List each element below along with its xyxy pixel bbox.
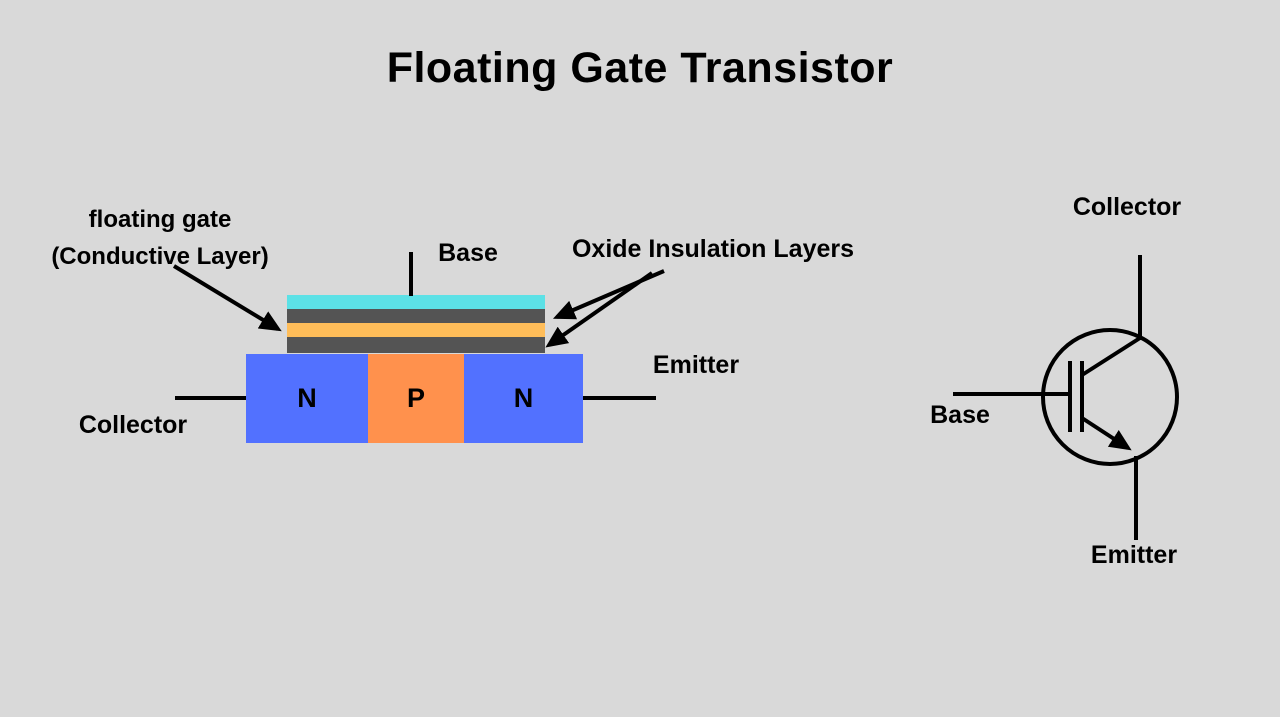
p-region: P	[368, 354, 464, 443]
oxide-layer-bottom	[287, 337, 545, 353]
control-gate-layer	[287, 295, 545, 309]
n-region-left: N	[246, 354, 368, 443]
bottom-edge-strip	[0, 717, 1280, 720]
base-label: Base	[438, 239, 498, 267]
n-region-left-label: N	[297, 383, 317, 413]
floating-gate-arrow	[172, 264, 282, 332]
oxide-arrow-bottom	[545, 271, 654, 348]
oxide-insulation-label: Oxide Insulation Layers	[571, 235, 855, 263]
symbol-emitter-arrow	[1080, 416, 1132, 451]
page-title: Floating Gate Transistor	[386, 44, 894, 92]
symbol-base-label: Base	[930, 401, 990, 429]
p-region-label: P	[406, 383, 425, 413]
floating-gate-label: floating gate (Conductive Layer)	[20, 201, 300, 275]
oxide-layer-top	[287, 309, 545, 323]
collector-label: Collector	[78, 411, 188, 439]
n-region-right: N	[464, 354, 583, 443]
symbol-collector-label: Collector	[1072, 193, 1182, 221]
floating-gate-label-line2: (Conductive Layer)	[51, 243, 269, 270]
symbol-circle	[1041, 328, 1179, 466]
oxide-arrow-top	[552, 269, 665, 320]
emitter-label: Emitter	[652, 351, 740, 379]
symbol-collector-diagonal	[1080, 336, 1142, 377]
symbol-emitter-label: Emitter	[1090, 541, 1178, 569]
floating-gate-label-line1: floating gate	[88, 206, 232, 233]
floating-gate-layer	[287, 323, 545, 337]
n-region-right-label: N	[513, 383, 534, 413]
